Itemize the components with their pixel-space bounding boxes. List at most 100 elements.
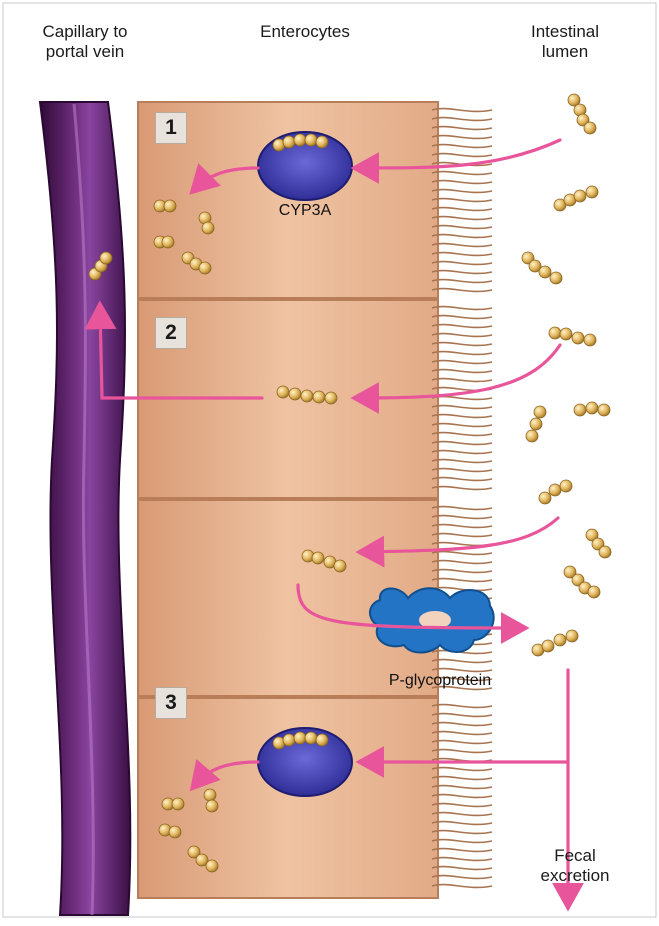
microvillus	[432, 885, 492, 888]
microvillus	[432, 415, 492, 418]
microvillus	[432, 424, 492, 427]
microvillus	[432, 478, 492, 481]
drug-bead	[100, 252, 112, 264]
microvillus	[432, 271, 492, 274]
microvillus	[432, 507, 492, 510]
drug-bead	[334, 560, 346, 572]
microvillus	[432, 858, 492, 861]
microvillus	[432, 190, 492, 193]
microvillus	[432, 561, 492, 564]
drug-bead	[283, 734, 295, 746]
microvillus	[432, 253, 492, 256]
step-2-badge: 2	[155, 317, 187, 349]
microvillus	[432, 145, 492, 148]
drug-bead	[542, 640, 554, 652]
drug-molecule	[574, 402, 610, 416]
drug-bead	[301, 390, 313, 402]
drug-bead	[539, 492, 551, 504]
drug-molecule	[154, 236, 174, 248]
microvillus	[432, 406, 492, 409]
microvillus	[432, 831, 492, 834]
microvillus	[432, 849, 492, 852]
microvillus	[432, 786, 492, 789]
drug-bead	[169, 826, 181, 838]
microvillus	[432, 867, 492, 870]
microvillus	[432, 352, 492, 355]
microvillus	[432, 361, 492, 364]
microvillus	[432, 570, 492, 573]
microvillus	[432, 804, 492, 807]
drug-bead	[204, 789, 216, 801]
microvillus	[432, 777, 492, 780]
microvillus	[432, 579, 492, 582]
drug-molecule	[564, 566, 600, 598]
step-3-badge: 3	[155, 687, 187, 719]
microvillus	[432, 822, 492, 825]
drug-molecule	[526, 406, 546, 442]
microvillus	[432, 226, 492, 229]
microvillus	[432, 840, 492, 843]
drug-bead	[598, 404, 610, 416]
cyp3a-label: CYP3A	[255, 202, 355, 220]
microvillus	[432, 289, 492, 292]
microvillus	[432, 316, 492, 319]
microvillus	[432, 307, 492, 310]
microvillus	[432, 813, 492, 816]
brush-border	[432, 109, 492, 888]
microvillus	[432, 370, 492, 373]
portal-vein	[40, 102, 130, 915]
drug-bead	[277, 386, 289, 398]
microvillus	[432, 397, 492, 400]
microvillus	[432, 723, 492, 726]
drug-bead	[554, 634, 566, 646]
drug-bead	[289, 388, 301, 400]
drug-bead	[305, 134, 317, 146]
drug-bead	[560, 480, 572, 492]
p-glycoprotein-label: P-glycoprotein	[360, 672, 520, 690]
drug-bead	[549, 327, 561, 339]
drug-bead	[588, 586, 600, 598]
drug-bead	[530, 418, 542, 430]
step-1-badge: 1	[155, 112, 187, 144]
microvillus	[432, 741, 492, 744]
drug-bead	[599, 546, 611, 558]
microvillus	[432, 172, 492, 175]
enterocyte-3	[138, 698, 438, 898]
drug-bead	[162, 236, 174, 248]
drug-bead	[206, 860, 218, 872]
microvillus	[432, 118, 492, 121]
microvillus	[432, 487, 492, 490]
drug-molecule	[549, 327, 596, 346]
drug-bead	[294, 134, 306, 146]
microvillus	[432, 244, 492, 247]
drug-bead	[325, 392, 337, 404]
drug-bead	[539, 266, 551, 278]
header-capillary: Capillary to portal vein	[40, 22, 130, 61]
drug-molecule	[586, 529, 611, 558]
drug-bead	[316, 734, 328, 746]
microvillus	[432, 705, 492, 708]
microvillus	[432, 660, 492, 663]
drug-bead	[572, 332, 584, 344]
microvillus	[432, 262, 492, 265]
microvillus	[432, 325, 492, 328]
drug-bead	[526, 430, 538, 442]
microvillus	[432, 136, 492, 139]
microvillus	[432, 208, 492, 211]
drug-molecule	[539, 480, 572, 504]
drug-bead	[586, 186, 598, 198]
drug-bead	[313, 391, 325, 403]
drug-bead	[560, 328, 572, 340]
header-enterocytes: Enterocytes	[225, 22, 385, 42]
microvillus	[432, 768, 492, 771]
microvillus	[432, 516, 492, 519]
microvillus	[432, 714, 492, 717]
microvillus	[432, 235, 492, 238]
microvillus	[432, 109, 492, 112]
p-glycoprotein-icon	[370, 588, 494, 652]
microvillus	[432, 280, 492, 283]
fecal-excretion-label: Fecal excretion	[520, 846, 630, 885]
microvillus	[432, 525, 492, 528]
microvillus	[432, 181, 492, 184]
